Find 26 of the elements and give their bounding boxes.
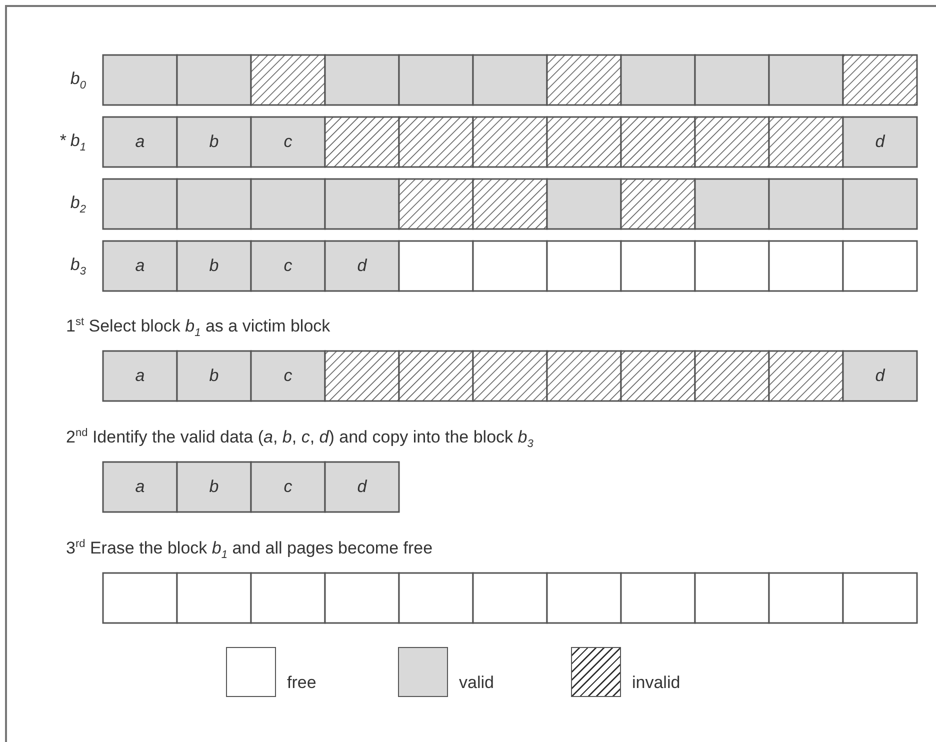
page-letter: d: [874, 366, 886, 386]
page-letter: d: [874, 132, 886, 152]
page-letter: b: [208, 366, 220, 386]
page-letter: d: [356, 477, 368, 497]
block-label: b$_{2}$: [69, 193, 86, 216]
page-letter: b: [208, 132, 220, 152]
page-letter: b: [208, 256, 220, 276]
page-letter: a: [134, 256, 146, 276]
page-letter: c: [282, 256, 294, 276]
block-label: * b$_{1}$: [58, 131, 86, 154]
legend-text: valid: [459, 673, 494, 693]
page-letter: c: [282, 477, 294, 497]
page-letter: a: [134, 366, 146, 386]
step-description: 2$^{nd}$ Identify the valid data (a, b, c, d) and copy into the block b$_{3}$: [66, 427, 534, 450]
legend-text: invalid: [632, 673, 680, 693]
step-description: 3$^{rd}$ Erase the block b$_{1}$ and all pages become free: [66, 538, 433, 562]
page-letter: a: [134, 132, 146, 152]
page-letter: a: [134, 477, 146, 497]
page-letter: c: [282, 132, 294, 152]
page-letter: c: [282, 366, 294, 386]
step-description: 1$^{st}$ Select block b$_{1}$ as a victim block: [66, 316, 330, 340]
page-letter: d: [356, 256, 368, 276]
block-label: b$_{0}$: [69, 69, 86, 92]
legend-text: free: [287, 673, 316, 693]
page-letter: b: [208, 477, 220, 497]
block-label: b$_{3}$: [69, 255, 86, 278]
